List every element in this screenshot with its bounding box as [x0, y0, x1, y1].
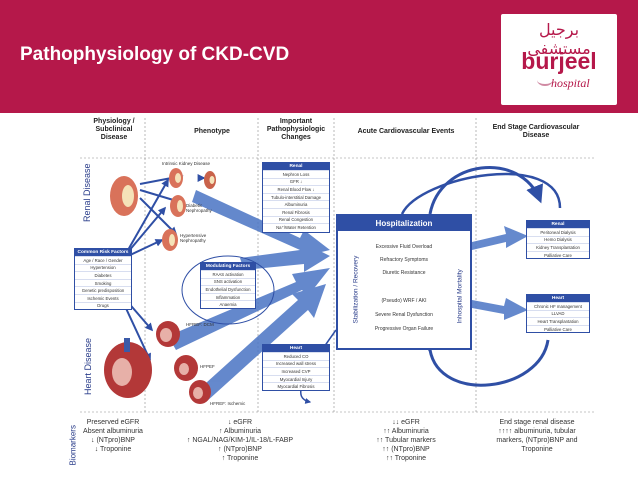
- arrow-hosp-to-end-renal: [472, 226, 528, 250]
- title-banner: Pathophysiology of CKD-CVD برجيل مستشفى …: [0, 0, 638, 113]
- renal-changes-header: Renal: [263, 163, 329, 170]
- burjeel-logo: برجيل مستشفى burjeel hospital: [501, 14, 617, 105]
- list-item: Excessive Fluid Overload: [375, 244, 433, 250]
- hospitalization-box: Hospitalization Stabilization / Recovery…: [336, 214, 472, 350]
- list-item: Kidney Transplantation: [527, 243, 589, 251]
- flow-arrows: [168, 190, 528, 402]
- logo-wordmark: burjeel: [521, 48, 597, 74]
- row-label-renal: Renal Disease: [82, 163, 92, 222]
- list-item: Renal Fibrosis: [263, 207, 329, 216]
- label-diabetic-nephropathy: Diabetic Nephropathy: [186, 203, 212, 213]
- list-item: Palliative Care: [527, 324, 589, 333]
- column-header-phenotype: Phenotype: [194, 128, 230, 135]
- risk-factors-box: Common Risk Factors Age / Race / Gender …: [74, 248, 132, 311]
- end-stage-renal-box: Renal Peritoneal Dialysis Hemo Dialysis …: [526, 220, 590, 260]
- label-intrinsic-kidney: Intrinsic Kidney Disease: [162, 161, 211, 166]
- list-item: Drugs: [75, 301, 131, 310]
- arrow-renal-to-hosp: [192, 190, 330, 258]
- list-item: Diuretic Resistance: [382, 270, 426, 276]
- loop-arrow-top: [428, 166, 543, 215]
- list-item: Hypertension: [75, 263, 131, 272]
- risk-factors-header: Common Risk Factors: [75, 249, 131, 256]
- list-item: Inflammation: [201, 292, 255, 301]
- list-item: Albuminuria: [263, 200, 329, 208]
- arrow-heart-to-hosp: [168, 268, 330, 350]
- list-item: GFR ↓: [263, 177, 329, 186]
- list-item: Ischemic Events: [75, 293, 131, 302]
- logo-swoosh-icon: [537, 74, 553, 86]
- list-item: Smoking: [75, 278, 131, 287]
- list-item: Renal Congestion: [263, 215, 329, 224]
- list-item: Severe Renal Dysfunction: [375, 312, 433, 318]
- list-item: Endothelial Dysfunction: [201, 285, 255, 293]
- end-stage-heart-box: Heart Chronic HF management LLVAD Heart …: [526, 294, 590, 334]
- list-item: Increased wall stress: [263, 359, 329, 368]
- biomarkers-end-stage: End stage renal disease ↑↑↑↑ albuminuria…: [496, 419, 578, 453]
- list-item: Myocardial Fibrosis: [263, 382, 329, 390]
- column-header-pathophysiologic: Important Pathophysiologic Changes: [266, 118, 326, 141]
- list-item: Genetic predisposition: [75, 286, 131, 294]
- heart-icon-hfpef: [174, 355, 198, 381]
- biomarkers-physiology: Preserved eGFR Absent albuminuria ↓ (NTp…: [83, 419, 143, 453]
- list-item: LLVAD: [527, 309, 589, 318]
- slide-title: Pathophysiology of CKD-CVD: [20, 44, 290, 65]
- heart-icon-ischemic: [189, 380, 211, 404]
- logo-subtitle: hospital: [551, 76, 590, 90]
- list-item: Palliative Care: [527, 250, 589, 259]
- loop-arrow-top-back: [400, 172, 562, 215]
- loop-arrow-bottom: [418, 334, 550, 387]
- list-item: (Pseudo) WRF / AKI: [381, 298, 427, 304]
- list-item: Tubulo-interstitial Damage: [263, 192, 329, 201]
- kidney-icon-diabetic: [170, 195, 186, 217]
- biomarkers-phenotype: ↓ eGFR ↑ Albuminuria ↑ NGAL/NAG/KIM-1/IL…: [186, 419, 294, 462]
- renal-changes-box: Renal Nephron Loss GFR ↓ Renal Blood Flo…: [262, 162, 330, 233]
- kidney-icon-intrinsic: [169, 168, 216, 189]
- list-item: Renal Blood Flow ↓: [263, 185, 329, 193]
- modulating-factors-ellipse: [181, 255, 275, 325]
- arrow-modulating-up: [240, 242, 330, 272]
- column-header-physiology: Physiology / Subclinical Disease: [93, 118, 135, 141]
- biomarkers-acute: ↓↓ eGFR ↑↑ Albuminuria ↑↑ Tubular marker…: [376, 419, 436, 462]
- list-item: Heart Transplantation: [527, 317, 589, 325]
- list-item: Nephron Loss: [263, 170, 329, 178]
- row-label-heart: Heart Disease: [83, 337, 93, 395]
- arrow-heart-lower: [196, 284, 326, 402]
- end-renal-header: Renal: [527, 221, 589, 228]
- heart-icon-dcm: [156, 321, 180, 347]
- list-item: Myocardial Injury: [263, 374, 329, 383]
- list-item: Peritoneal Dialysis: [527, 228, 589, 236]
- heart-changes-box: Heart Reduced CO Increased wall stress I…: [262, 344, 330, 391]
- modulating-factors-box: Modulating Factors RAAS activation SNS a…: [200, 262, 256, 309]
- kidney-icon-large: [110, 176, 138, 216]
- column-header-end-stage: End Stage Cardiovascular Disease: [492, 124, 580, 139]
- row-label-biomarkers: Biomarkers: [68, 425, 78, 466]
- label-hypertensive-nephropathy: Hypertensive Nephropathy: [180, 233, 207, 243]
- list-item: Progressive Organ Failure: [374, 326, 434, 332]
- list-item: Reduced CO: [263, 352, 329, 360]
- list-item: Age / Race / Gender: [75, 256, 131, 264]
- list-item: Anaemia: [201, 300, 255, 308]
- label-hfref-dcm: HFREF: DCM: [186, 322, 214, 327]
- logo-arabic-text: برجيل مستشفى: [527, 20, 591, 58]
- list-item: Na⁺/Water Retention: [263, 223, 329, 232]
- heart-icon-large: [104, 338, 152, 398]
- list-item: SNS activation: [201, 277, 255, 286]
- label-hfref-ischemic: HFREF: Ischemic: [210, 401, 246, 406]
- list-item: Increased CVP: [263, 367, 329, 375]
- list-item: Chronic HF management: [527, 302, 589, 310]
- hospitalization-header: Hospitalization: [338, 216, 470, 231]
- end-heart-header: Heart: [527, 295, 589, 302]
- column-header-acute-events: Acute Cardiovascular Events: [357, 128, 455, 135]
- kidney-icon-hypertensive: [162, 229, 178, 251]
- list-item: Hemo Dialysis: [527, 235, 589, 244]
- label-hfpef: HFPEF: [200, 364, 215, 369]
- list-item: Refractory Symptoms: [379, 257, 429, 263]
- ckd-cvd-diagram: [64, 116, 596, 479]
- modulating-factors-header: Modulating Factors: [201, 263, 255, 270]
- list-item: Diabetes: [75, 271, 131, 279]
- list-item: RAAS activation: [201, 270, 255, 278]
- heart-changes-header: Heart: [263, 345, 329, 352]
- arrow-hosp-to-end-heart: [472, 298, 528, 320]
